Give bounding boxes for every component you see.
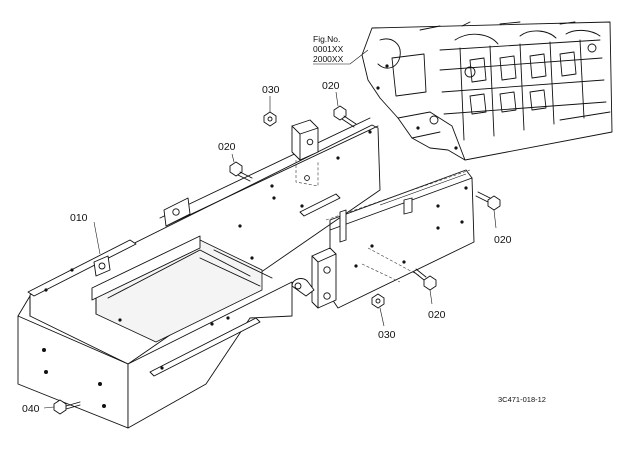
figure-reference: Fig.No. 0001XX 2000XX xyxy=(313,34,369,65)
callout-020-lower: 020 xyxy=(428,309,446,321)
bolt-icon xyxy=(413,268,437,291)
nut-icon xyxy=(263,111,277,127)
figure-ref-line2: 0001XX xyxy=(313,44,344,54)
callout-010: 010 xyxy=(70,212,88,224)
bolt-icon xyxy=(475,191,501,211)
bolt-icon xyxy=(229,161,253,182)
figure-ref-line3: 2000XX xyxy=(313,54,344,64)
callout-020-top: 020 xyxy=(322,80,340,92)
figure-ref-line1: Fig.No. xyxy=(313,34,340,44)
callout-030-top: 030 xyxy=(262,84,280,96)
callout-040: 040 xyxy=(22,403,40,415)
frame-rail-icon xyxy=(17,117,381,429)
callout-030-lower: 030 xyxy=(378,329,396,341)
drawing-code: 3C471-018-12 xyxy=(498,395,546,404)
callout-020-right: 020 xyxy=(494,234,512,246)
bolt-icon xyxy=(333,105,357,128)
bolt-icon xyxy=(53,399,81,415)
bushing-block-icon xyxy=(291,119,319,187)
engine-block-icon xyxy=(361,21,613,161)
nut-icon xyxy=(371,293,385,309)
callout-020-left: 020 xyxy=(218,141,236,153)
bushing-block-icon xyxy=(291,247,337,309)
